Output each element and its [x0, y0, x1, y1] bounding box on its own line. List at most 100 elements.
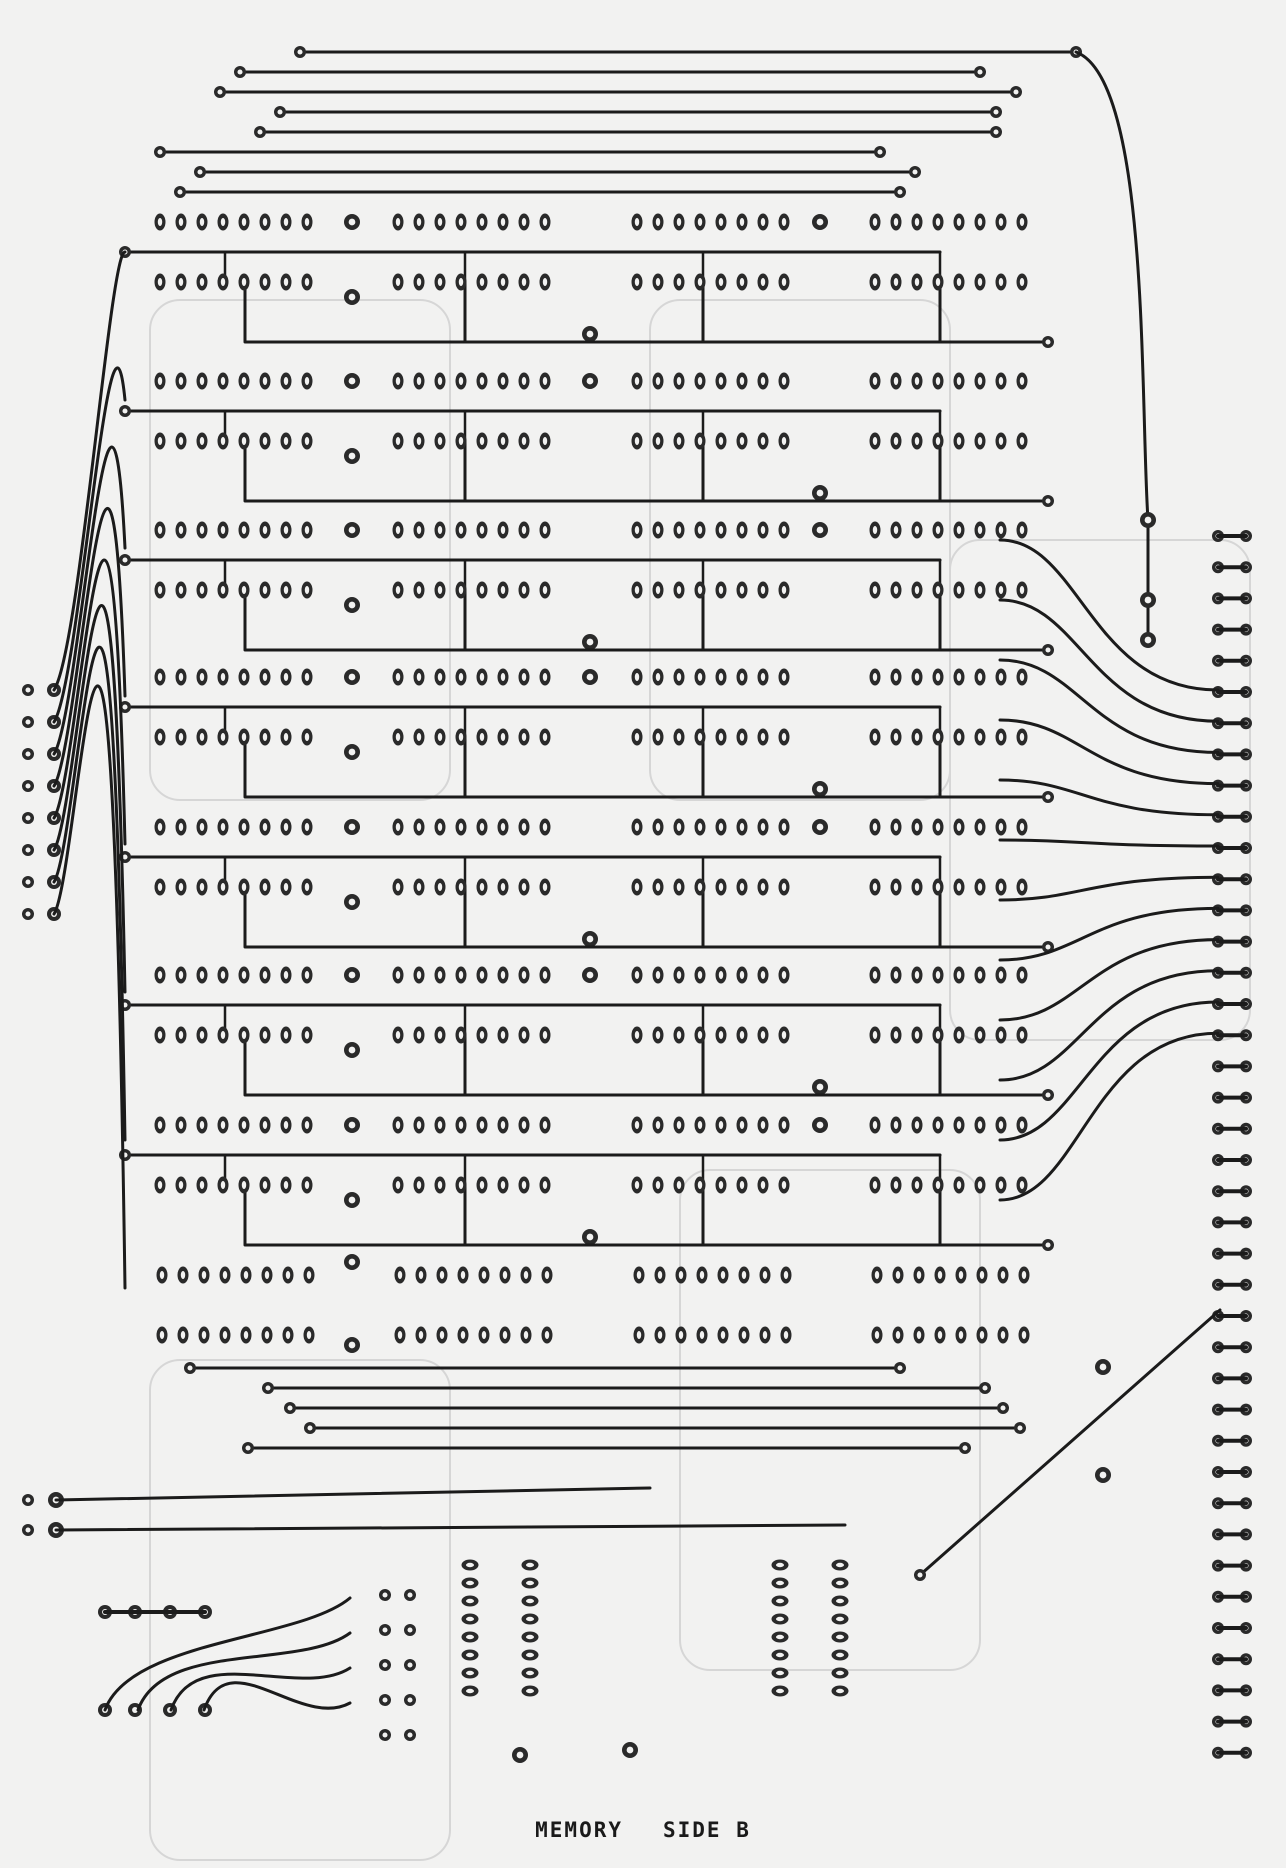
chip-pin-hole [304, 526, 310, 534]
chip-pin-hole [739, 437, 745, 445]
chip-pin-hole [956, 1181, 962, 1189]
chip-pin-hole [178, 437, 184, 445]
chip-pin-hole [199, 278, 205, 286]
chip-pin-hole [893, 526, 899, 534]
chip-pin-hole [479, 733, 485, 741]
chip-pin-hole [241, 883, 247, 891]
chip-pin-hole [159, 1331, 165, 1339]
chip-pin-hole [776, 1580, 784, 1586]
chip-pin-hole [304, 883, 310, 891]
chip-pin-hole [678, 1331, 684, 1339]
chip-pin-hole [836, 1634, 844, 1640]
via-hole [816, 1083, 824, 1091]
chip-pin-hole [397, 1331, 403, 1339]
trace [918, 1308, 1222, 1577]
chip-pin-hole [699, 1331, 705, 1339]
chip-pin-hole [893, 971, 899, 979]
chip-pin-hole [262, 437, 268, 445]
chip-pin-hole [157, 1121, 163, 1129]
chip-pin-hole [720, 1271, 726, 1279]
chip-pin-hole [159, 1271, 165, 1279]
chip-pin-hole [893, 1181, 899, 1189]
chip-pin-hole [720, 1331, 726, 1339]
chip-pin-hole [872, 278, 878, 286]
trace [52, 366, 127, 724]
via-hole [348, 823, 356, 831]
chip-pin-hole [178, 883, 184, 891]
via-hole [25, 879, 31, 885]
chip-pin-hole [458, 437, 464, 445]
chip-pin-hole [977, 586, 983, 594]
chip-pin-hole [634, 218, 640, 226]
chip-pin-hole [956, 733, 962, 741]
chip-pin-hole [655, 1181, 661, 1189]
chip-pin-hole [199, 526, 205, 534]
via-hole [382, 1732, 388, 1738]
via-hole [382, 1662, 388, 1668]
chip-pin-hole [542, 437, 548, 445]
via-hole [1000, 1405, 1006, 1411]
chip-pin-hole [914, 1181, 920, 1189]
chip-pin-hole [199, 673, 205, 681]
chip-pin-hole [935, 278, 941, 286]
chip-pin-hole [634, 1031, 640, 1039]
chip-pin-hole [416, 278, 422, 286]
chip-pin-hole [697, 437, 703, 445]
chip-pin-hole [500, 218, 506, 226]
trace [52, 250, 127, 692]
via-hole [1144, 636, 1152, 644]
chip-pin-hole [304, 377, 310, 385]
chip-pin-hole [760, 1181, 766, 1189]
trace [52, 604, 127, 994]
chip-pin-hole [542, 883, 548, 891]
via-hole [993, 129, 999, 135]
chip-pin-hole [241, 1121, 247, 1129]
chip-pin-hole [500, 526, 506, 534]
trace [998, 1000, 1220, 1142]
chip-pin-hole [776, 1598, 784, 1604]
via-hole [1099, 1363, 1107, 1371]
chip-pin-hole [872, 1031, 878, 1039]
via-hole [1045, 498, 1051, 504]
chip-pin-hole [781, 278, 787, 286]
chip-pin-hole [836, 1652, 844, 1658]
trace [52, 507, 127, 788]
chip-pin-hole [697, 526, 703, 534]
chip-pin-hole [718, 1181, 724, 1189]
chip-pin-hole [776, 1688, 784, 1694]
via-hole [122, 557, 128, 563]
chip-pin-hole [283, 883, 289, 891]
trace [998, 875, 1220, 902]
via-hole [962, 1445, 968, 1451]
chip-pin-hole [697, 377, 703, 385]
via-hole [297, 49, 303, 55]
chip-pin-hole [979, 1271, 985, 1279]
chip-pin-hole [914, 377, 920, 385]
chip-pin-hole [199, 218, 205, 226]
chip-pin-hole [542, 218, 548, 226]
chip-pin-hole [893, 823, 899, 831]
chip-pin-hole [241, 278, 247, 286]
chip-pin-hole [760, 437, 766, 445]
chip-pin-hole [157, 733, 163, 741]
caption-side: SIDE B [663, 1818, 751, 1842]
chip-pin-hole [655, 733, 661, 741]
chip-pin-hole [178, 278, 184, 286]
trace [52, 645, 127, 1142]
chip-pin-hole [466, 1670, 474, 1676]
chip-pin-hole [241, 437, 247, 445]
chip-pin-hole [634, 673, 640, 681]
chip-pin-hole [956, 673, 962, 681]
via-hole [877, 149, 883, 155]
chip-pin-hole [760, 1031, 766, 1039]
chip-pin-hole [241, 1181, 247, 1189]
chip-pin-hole [916, 1271, 922, 1279]
chip-pin-hole [697, 586, 703, 594]
chip-pin-hole [739, 218, 745, 226]
chip-pin-hole [481, 1271, 487, 1279]
via-hole [977, 69, 983, 75]
via-hole [1099, 1471, 1107, 1479]
chip-pin-hole [439, 1271, 445, 1279]
via-hole [586, 935, 594, 943]
via-hole [348, 1196, 356, 1204]
